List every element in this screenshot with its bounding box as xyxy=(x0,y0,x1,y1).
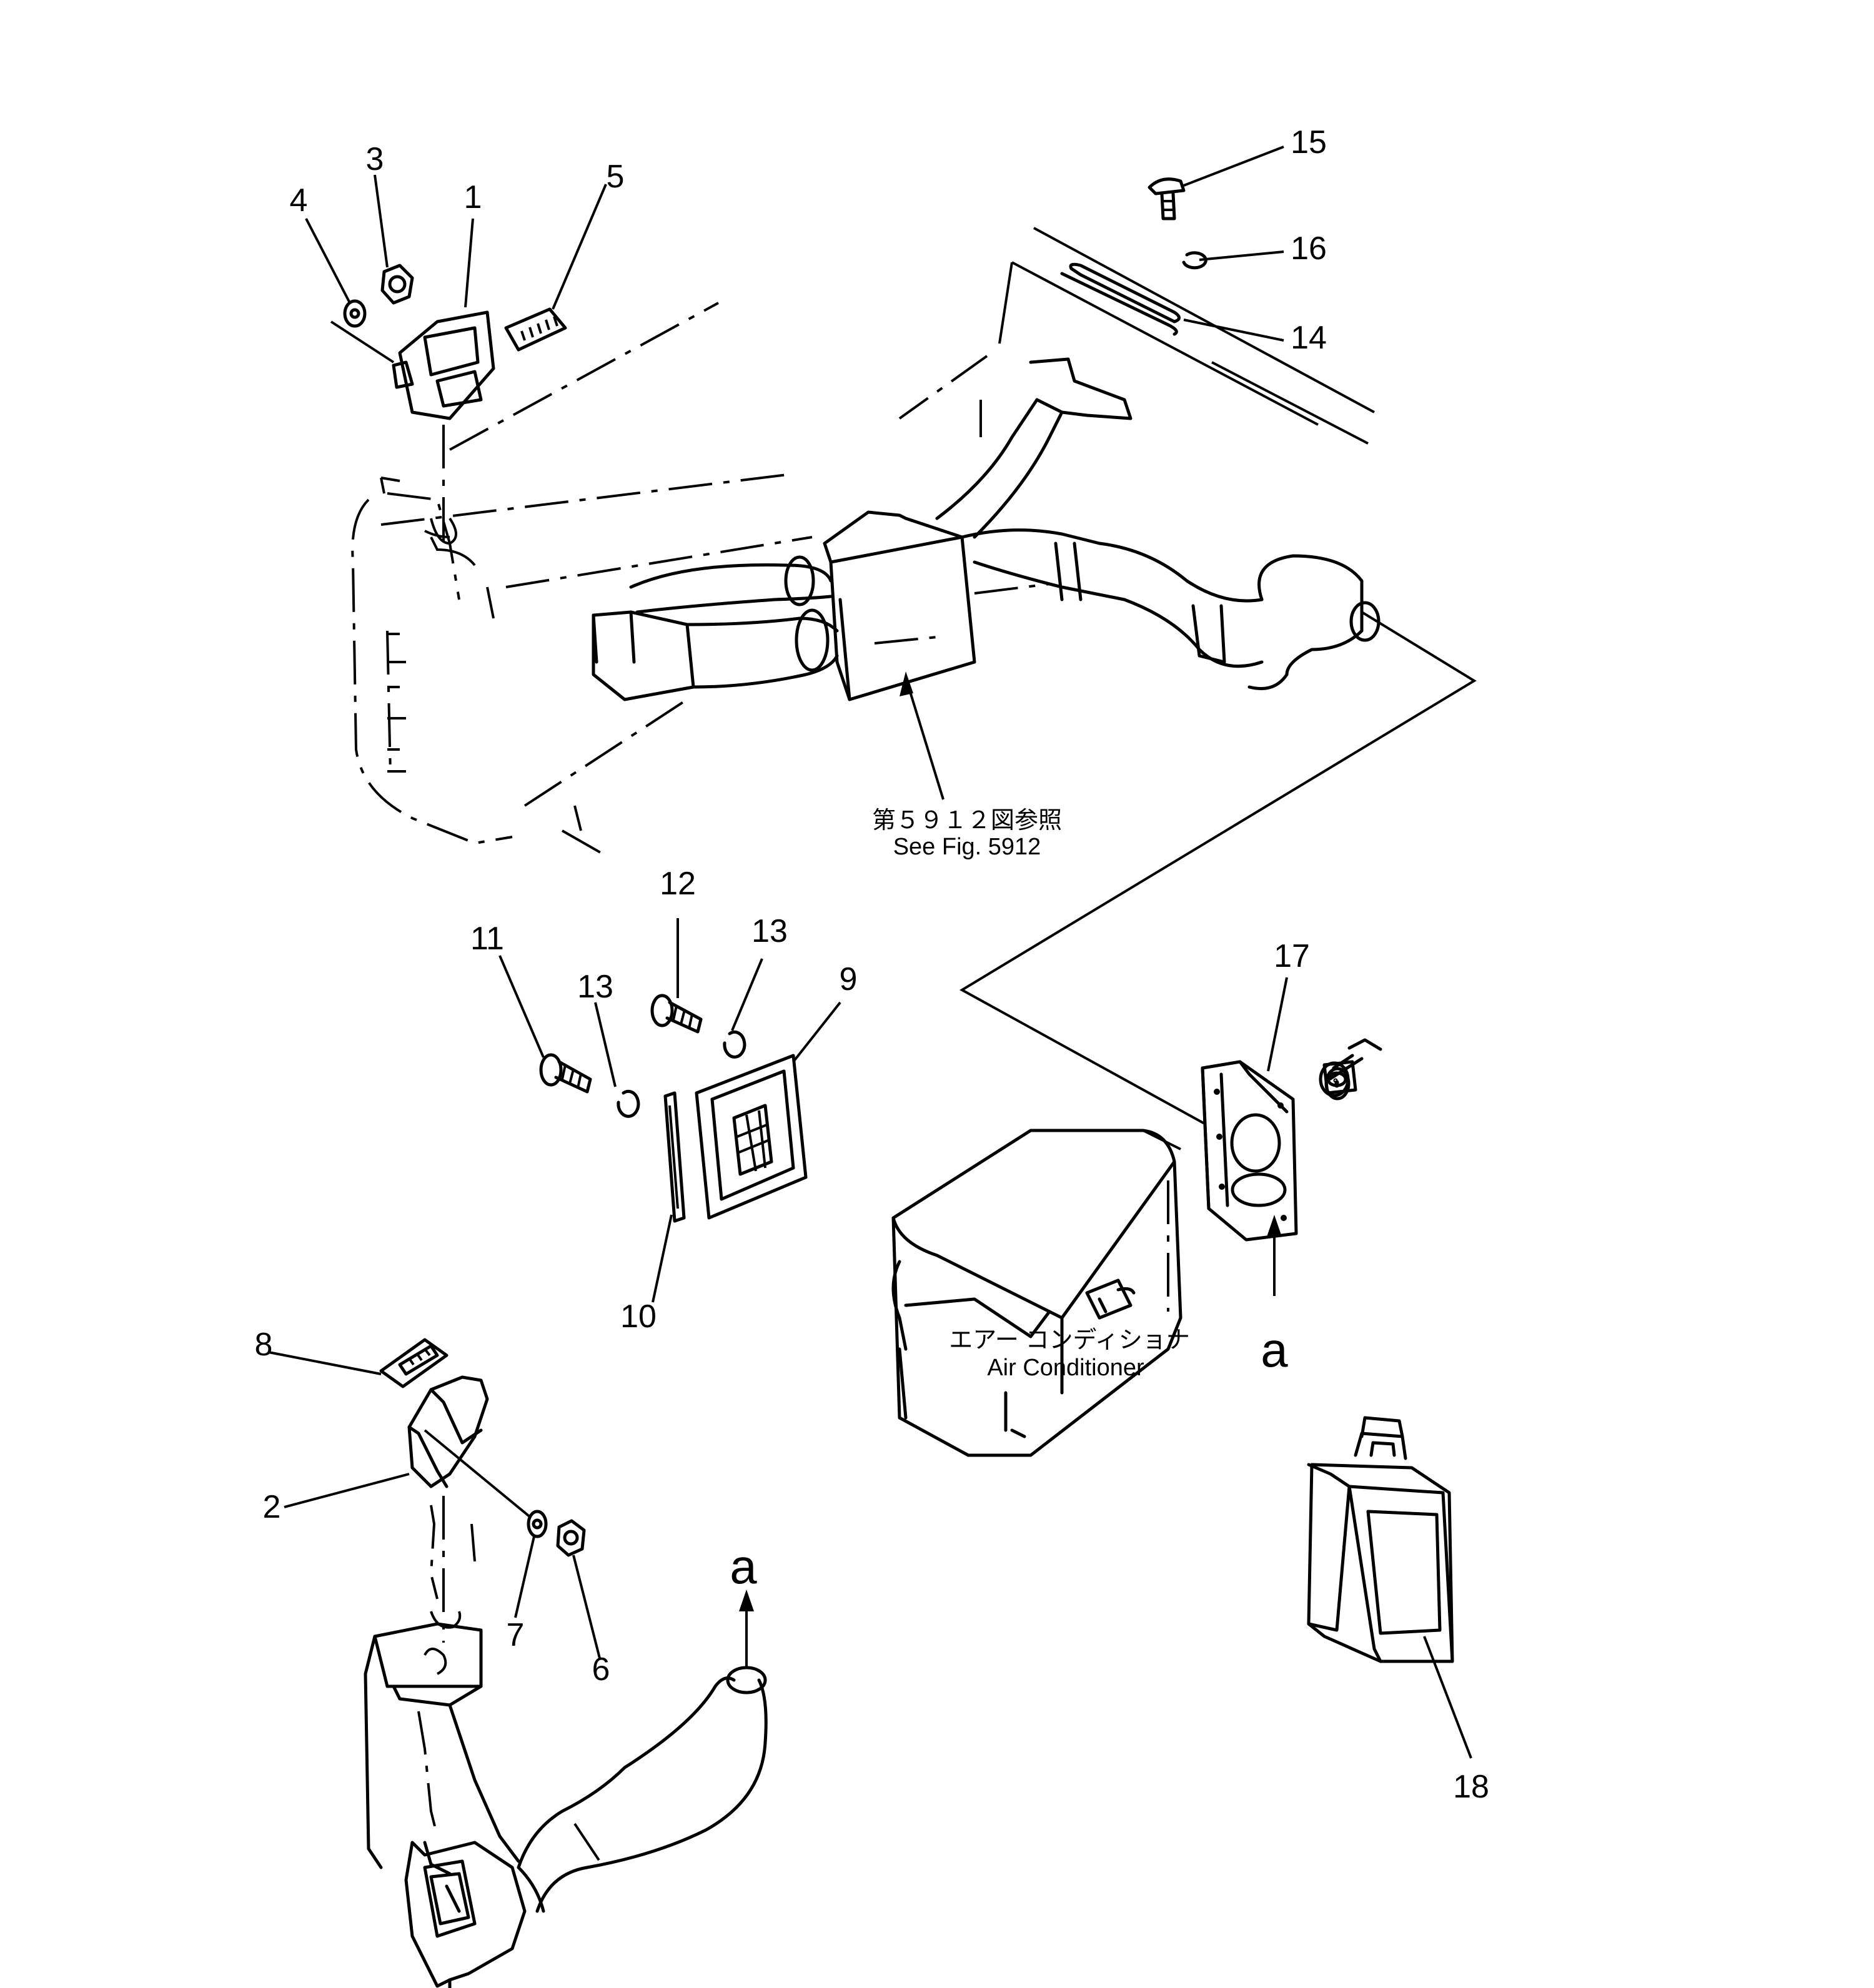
bolt-part-11 xyxy=(539,1053,592,1094)
callout-16: 16 xyxy=(1291,230,1327,267)
ac-label-en: Air Conditioner xyxy=(987,1355,1144,1381)
callout-1: 1 xyxy=(464,179,482,215)
callout-15: 15 xyxy=(1291,124,1327,161)
arrow-fig-ref xyxy=(900,671,913,696)
callout-10: 10 xyxy=(620,1298,657,1335)
washer-part-13-b xyxy=(723,1030,746,1059)
washer-part-13-a xyxy=(617,1089,640,1118)
nut-part-3 xyxy=(380,264,414,305)
ref-letter-a-right: a xyxy=(1261,1322,1288,1377)
fig-ref-jp: 第５９１２図参照 xyxy=(872,808,1062,834)
callout-11: 11 xyxy=(470,921,504,957)
cab-roof-lines xyxy=(898,227,1375,445)
vent-housing-part-1 xyxy=(330,310,495,545)
callout-3: 3 xyxy=(366,141,384,177)
gasket-part-10 xyxy=(663,1091,686,1223)
callout-13-b: 13 xyxy=(577,969,613,1005)
washer-part-17-fastener xyxy=(1324,1067,1351,1100)
callout-4: 4 xyxy=(290,182,308,219)
vent-housing-part-2 xyxy=(407,1375,532,1519)
callout-2: 2 xyxy=(263,1489,281,1525)
callout-9: 9 xyxy=(840,961,858,997)
upper-cab-outline xyxy=(351,302,813,857)
bolt-part-17-fastener xyxy=(1319,1038,1382,1097)
leader-lines xyxy=(268,146,1472,1759)
duct-adapter-part-18 xyxy=(1307,1416,1454,1663)
callout-6: 6 xyxy=(592,1651,610,1688)
callout-7: 7 xyxy=(507,1617,525,1653)
lower-duct-assembly xyxy=(364,1496,768,1988)
air-conditioner-unit xyxy=(891,1129,1182,1457)
ref-letter-a-left: a xyxy=(730,1539,757,1594)
connection-line xyxy=(959,611,1477,1125)
screw-part-15 xyxy=(1148,177,1186,220)
callout-5: 5 xyxy=(607,159,625,195)
callout-8: 8 xyxy=(255,1327,273,1363)
grille-part-8 xyxy=(379,1338,449,1388)
flange-part-17 xyxy=(1201,1060,1298,1242)
washer-part-4 xyxy=(343,299,367,328)
nut-part-6 xyxy=(556,1519,586,1557)
bolt-part-12 xyxy=(650,994,703,1034)
callout-13-a: 13 xyxy=(751,913,788,949)
filter-part-9 xyxy=(695,1054,808,1220)
washer-part-16 xyxy=(1182,251,1207,270)
fig-ref-en: See Fig. 5912 xyxy=(893,834,1041,860)
callout-17: 17 xyxy=(1274,938,1310,974)
callout-18: 18 xyxy=(1453,1769,1489,1805)
arrow-to-a-left xyxy=(739,1590,754,1668)
plate-part-14 xyxy=(1060,262,1181,336)
ac-label-jp: エアー コンディショナ xyxy=(949,1327,1190,1353)
washer-part-7 xyxy=(527,1510,548,1538)
callout-12: 12 xyxy=(660,866,696,902)
grille-part-5 xyxy=(504,307,567,352)
arrow-to-a-right xyxy=(1267,1215,1282,1296)
upper-ducts xyxy=(592,357,1381,701)
callout-14: 14 xyxy=(1291,320,1327,356)
